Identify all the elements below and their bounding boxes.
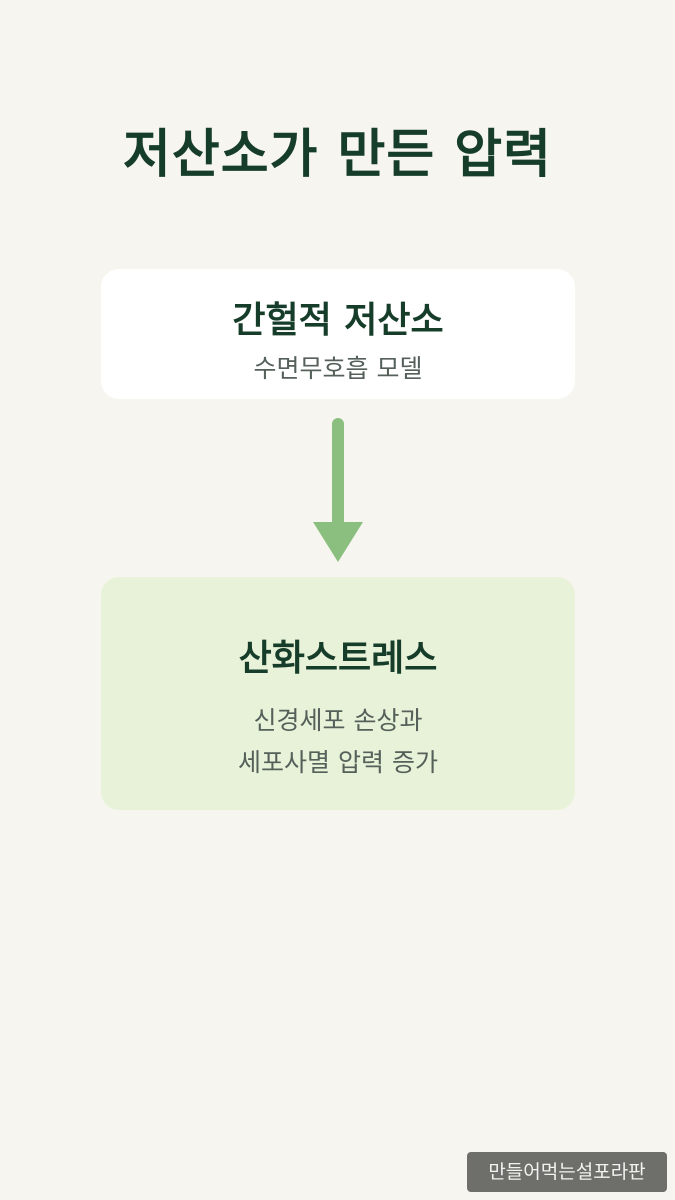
source-card: 간헐적 저산소 수면무호흡 모델 <box>101 269 575 399</box>
result-card-line-2: 세포사멸 압력 증가 <box>238 748 438 777</box>
result-card-title: 산화스트레스 <box>238 638 438 679</box>
page-title: 저산소가 만든 압력 <box>123 125 552 185</box>
arrow-down-icon <box>313 418 363 562</box>
source-card-subtitle: 수면무호흡 모델 <box>253 354 423 383</box>
watermark: 만들어먹는설포라판 <box>467 1152 667 1192</box>
result-card-line-1: 신경세포 손상과 <box>253 706 423 735</box>
result-card: 산화스트레스 신경세포 손상과 세포사멸 압력 증가 <box>101 577 575 810</box>
source-card-title: 간헐적 저산소 <box>232 300 444 341</box>
